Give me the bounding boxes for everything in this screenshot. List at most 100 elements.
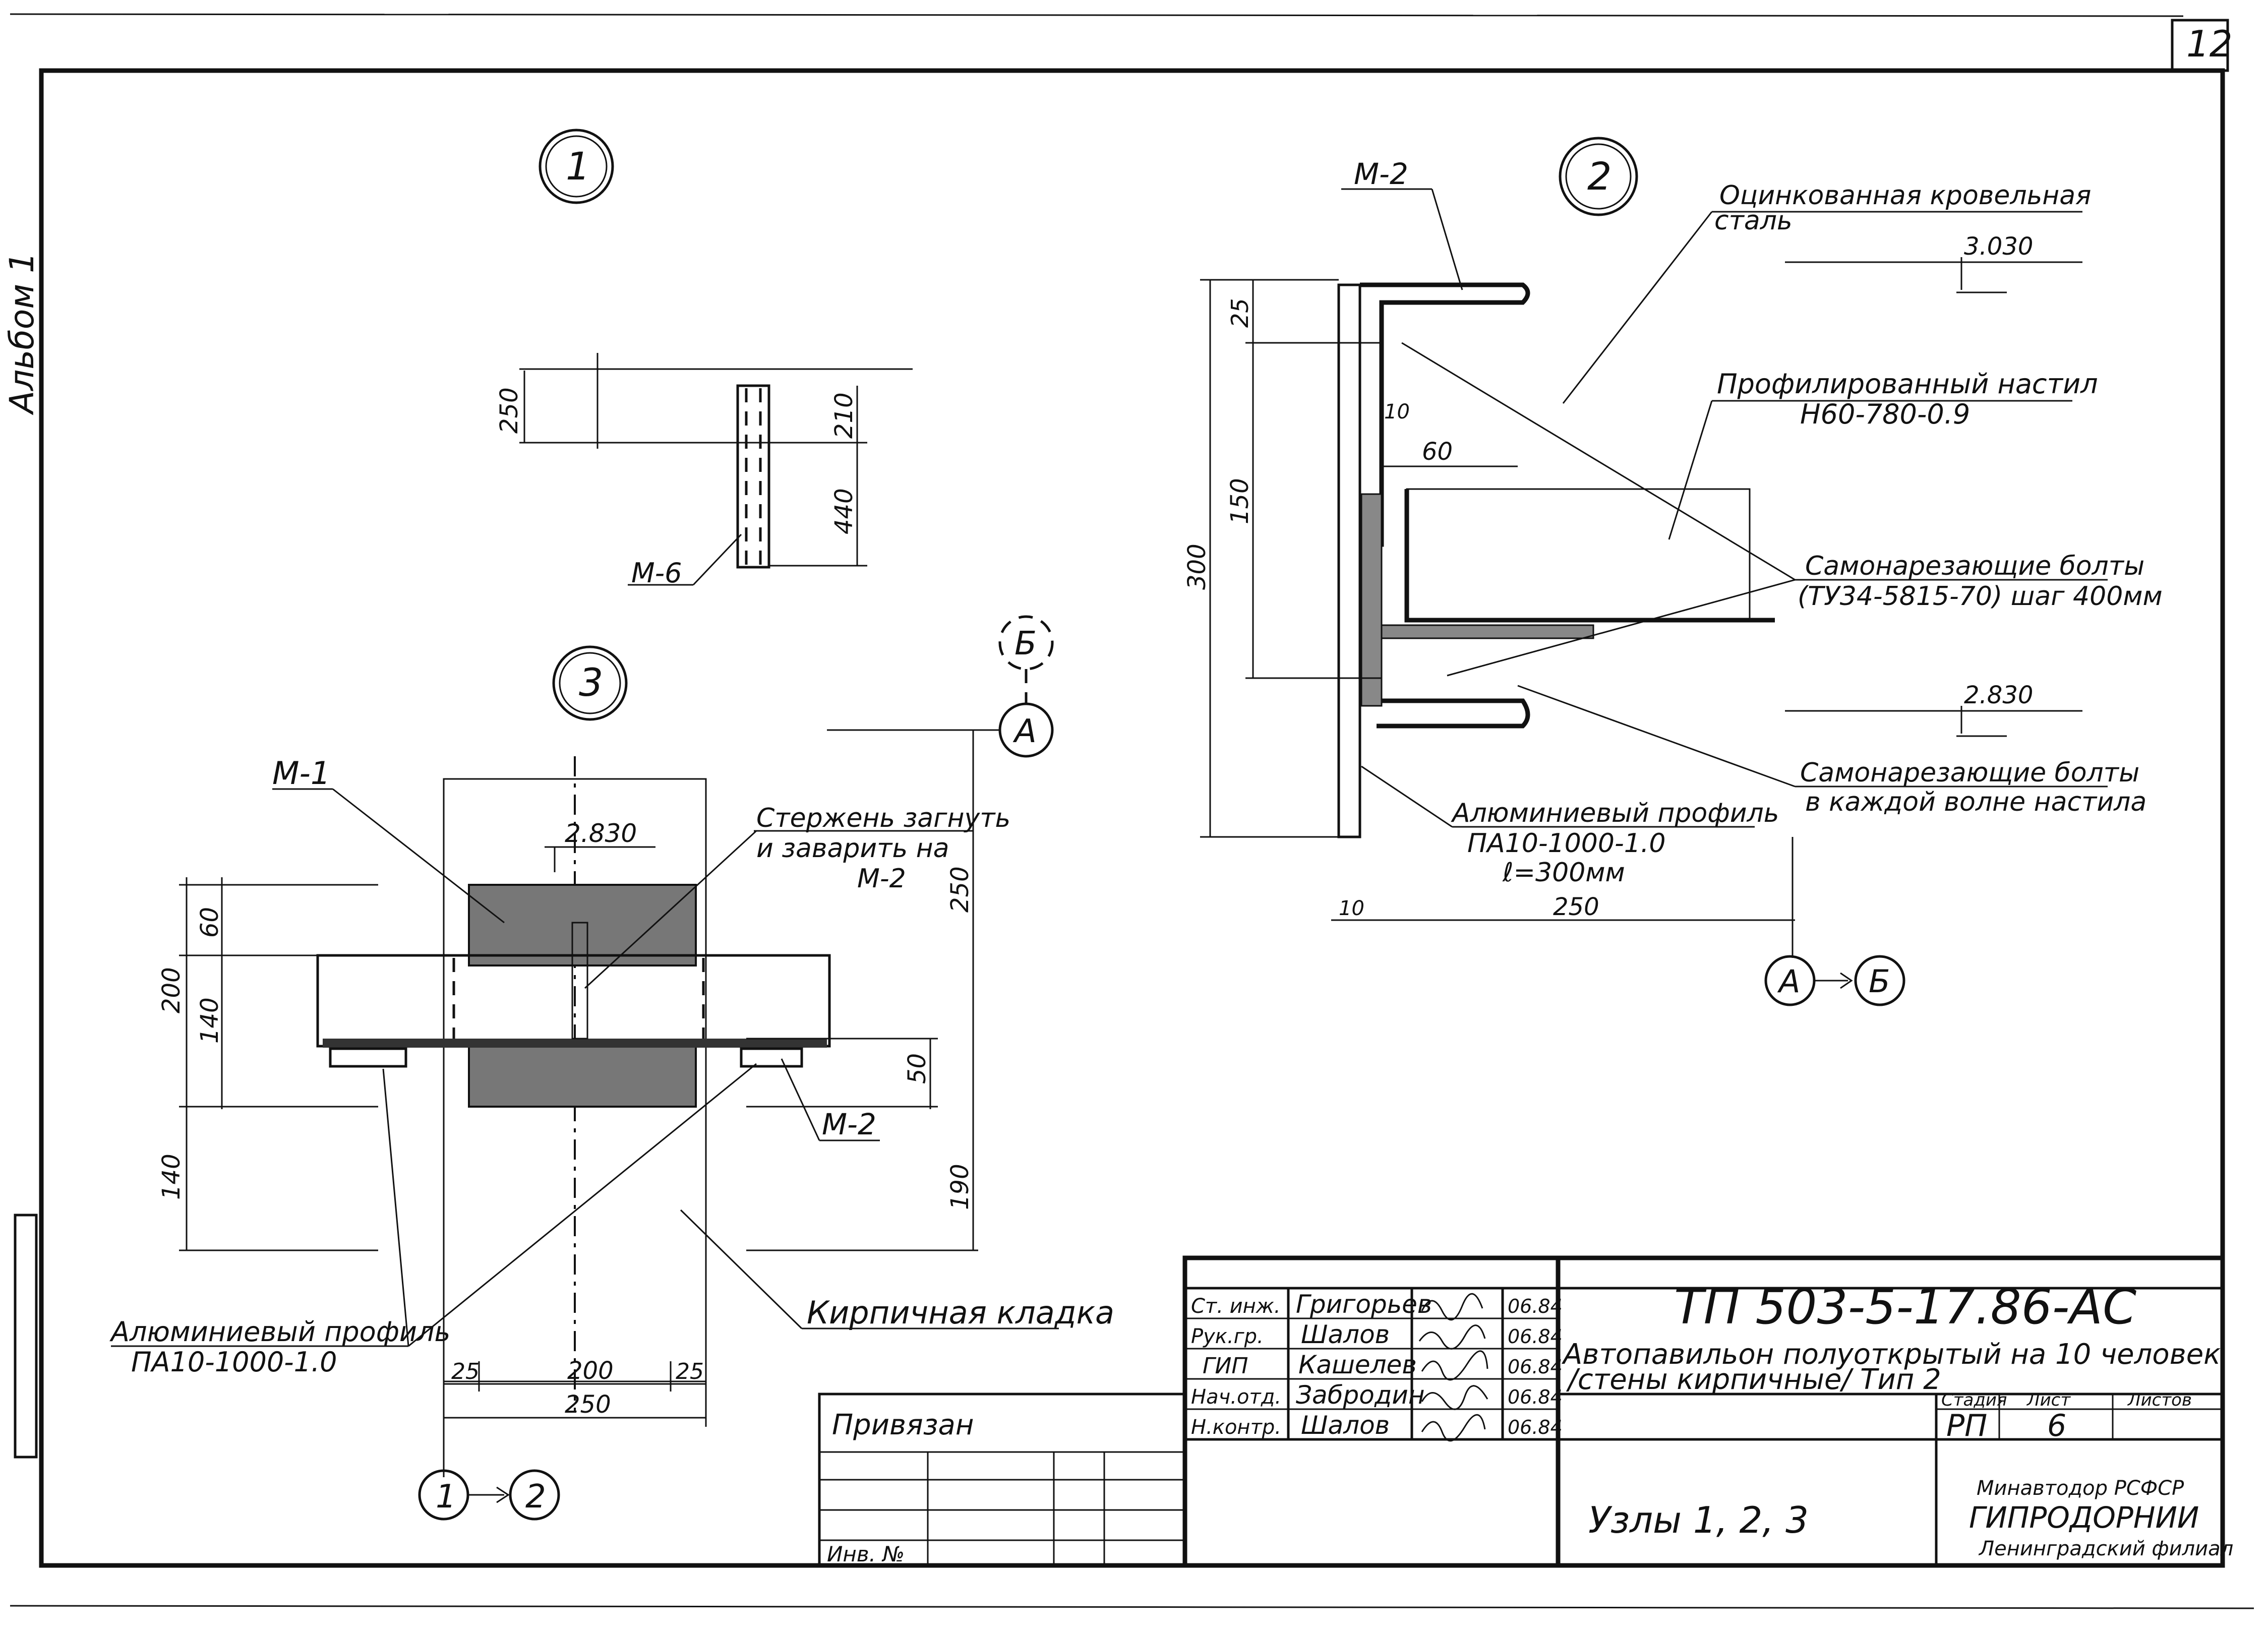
tb-code: ТП 503-5-17.86-АС <box>1674 1279 2136 1335</box>
tb-sheet-h: Лист <box>2026 1390 2071 1410</box>
n3-rod-leader <box>584 830 757 989</box>
signature-1 <box>1418 1324 1486 1350</box>
n2-deck-lower <box>1377 698 1530 729</box>
n3-dim-50: 50 <box>903 1053 931 1084</box>
n2-bolts-wave-2: в каждой волне настила <box>1805 787 2146 817</box>
tb-name-3: Забродин <box>1296 1380 1425 1410</box>
n2-level-top: 3.030 <box>1964 232 2033 261</box>
node1-marker-inner <box>545 135 608 198</box>
signature-4 <box>1421 1414 1486 1442</box>
signature-3 <box>1421 1385 1488 1410</box>
n3-dim-25a: 25 <box>451 1359 480 1384</box>
signature-0 <box>1421 1293 1483 1321</box>
n3-ref-to-circle <box>509 1469 560 1521</box>
n2-bolts-2: (ТУ34-5815-70) шаг 400мм <box>1798 581 2163 612</box>
n2-bolts-wave-1: Самонарезающие болты <box>1800 758 2139 788</box>
top-edge-line <box>10 13 2184 17</box>
axis-b-dashed-circle <box>998 615 1054 671</box>
tb-name-4: Шалов <box>1301 1411 1390 1440</box>
n2-profile-3: ℓ=300мм <box>1502 858 1625 888</box>
brick-hatch-lower <box>468 1045 697 1108</box>
n3-ref-arrowhead <box>496 1486 510 1503</box>
n2-bolts-leader-b <box>1447 579 1796 677</box>
n2-m2-leader <box>1431 189 1463 290</box>
signature-2 <box>1421 1350 1488 1381</box>
n2-profile-leader <box>1361 765 1453 828</box>
page-number: 12 <box>2186 23 2233 65</box>
n3-dim-25b: 25 <box>676 1359 704 1384</box>
n2-bolts-1: Самонарезающие болты <box>1805 551 2144 581</box>
steel-plate <box>323 1039 827 1048</box>
n2-deck-2: Н60-780-0.9 <box>1800 398 1970 430</box>
axis-b-dashed: Б <box>1014 625 1037 662</box>
tb-role-2: ГИП <box>1203 1353 1248 1379</box>
n2-level-bottom: 2.830 <box>1964 681 2033 709</box>
n2-aluminium-profile <box>1337 283 1361 838</box>
n2-bolts-wave-leader <box>1517 685 1796 788</box>
tb-org-3: Ленинградский филиал <box>1978 1537 2233 1560</box>
node1-marker: 1 <box>566 144 590 189</box>
node1-m6-label: М-6 <box>631 557 682 589</box>
n3-dim-250v: 250 <box>946 866 974 913</box>
n3-dim-190: 190 <box>946 1164 974 1210</box>
brick-hatch-upper <box>468 884 697 966</box>
n3-profile-leader-b <box>408 1063 757 1347</box>
node3-detail: 3 Б А 60 200 140 140 <box>109 615 1114 1521</box>
n2-hatch-strip <box>1360 493 1383 707</box>
tb-name-2: Кашелев <box>1298 1350 1417 1379</box>
n2-dim-25: 25 <box>1226 298 1254 328</box>
tb-sheet-title: Узлы 1, 2, 3 <box>1588 1499 1809 1541</box>
n3-dim-250h: 250 <box>565 1391 611 1419</box>
n2-deck-leader <box>1668 400 1713 540</box>
n3-m2-leader <box>781 1058 820 1141</box>
page-number-box <box>2171 19 2229 72</box>
node3-marker-circle <box>552 645 628 721</box>
n3-ref-to: 2 <box>525 1478 546 1516</box>
n2-ref-to: Б <box>1869 963 1890 1000</box>
tb-stage: РП <box>1946 1408 1987 1443</box>
n3-ref-from: 1 <box>436 1478 456 1516</box>
n2-dim-250: 250 <box>1553 893 1599 921</box>
album-label: Альбом 1 <box>3 252 41 415</box>
node1-profile <box>736 384 770 569</box>
tb-stage-h: Стадия <box>1941 1390 2007 1410</box>
axis-a: А <box>1012 713 1037 750</box>
n2-roof-2: сталь <box>1714 206 1793 236</box>
tb-date-1: 06.84 <box>1508 1325 1563 1348</box>
node2-detail: 2 25 150 300 10 60 10 250 М-2 Оцинкованн… <box>1183 137 2163 1006</box>
n2-m2-cap <box>1360 282 1530 547</box>
tb-org-1: Минавтодор РСФСР <box>1977 1477 2184 1500</box>
n3-dim-60: 60 <box>196 907 224 938</box>
node1-dim-250: 250 <box>495 387 523 434</box>
node1-marker-circle <box>539 129 614 204</box>
tb-date-3: 06.84 <box>1508 1386 1563 1408</box>
n3-profile-2: ПА10-1000-1.0 <box>131 1346 337 1378</box>
n3-rod-note-1: Стержень загнуть <box>756 803 1010 833</box>
n3-m1-leader <box>332 788 505 924</box>
tb-desc-1: Автопавильон полуоткрытый на 10 человек <box>1562 1338 2221 1371</box>
tb-name-1: Шалов <box>1301 1320 1390 1349</box>
n2-profile-1: Алюминиевый профиль <box>1451 798 1779 828</box>
n3-m1-label: М-1 <box>272 755 330 792</box>
tb-inv: Инв. № <box>827 1542 905 1566</box>
n2-roof-1: Оцинкованная кровельная <box>1719 180 2091 211</box>
tb-role-3: Нач.отд. <box>1191 1385 1281 1409</box>
tb-date-2: 06.84 <box>1508 1356 1563 1378</box>
n2-dim-300: 300 <box>1183 543 1211 590</box>
n2-roof-leader <box>1562 211 1713 404</box>
n3-dim-200: 200 <box>157 967 186 1013</box>
n2-ref-from: А <box>1777 963 1800 1000</box>
node2-marker-circle <box>1559 137 1638 216</box>
n3-profile-1: Алюминиевый профиль <box>109 1316 450 1348</box>
n3-level-label: 2.830 <box>565 819 637 848</box>
side-stamp <box>14 1214 38 1459</box>
profile-right <box>740 1047 803 1068</box>
n3-rod-note-2: и заварить на <box>756 833 949 864</box>
n3-rod-note-3: М-2 <box>857 864 906 894</box>
node1-dim-210: 210 <box>830 392 858 439</box>
node1-dim-440: 440 <box>830 488 858 534</box>
node3-marker: 3 <box>579 660 603 705</box>
profile-left <box>329 1047 407 1068</box>
n2-bolts-leader-a <box>1401 342 1796 581</box>
